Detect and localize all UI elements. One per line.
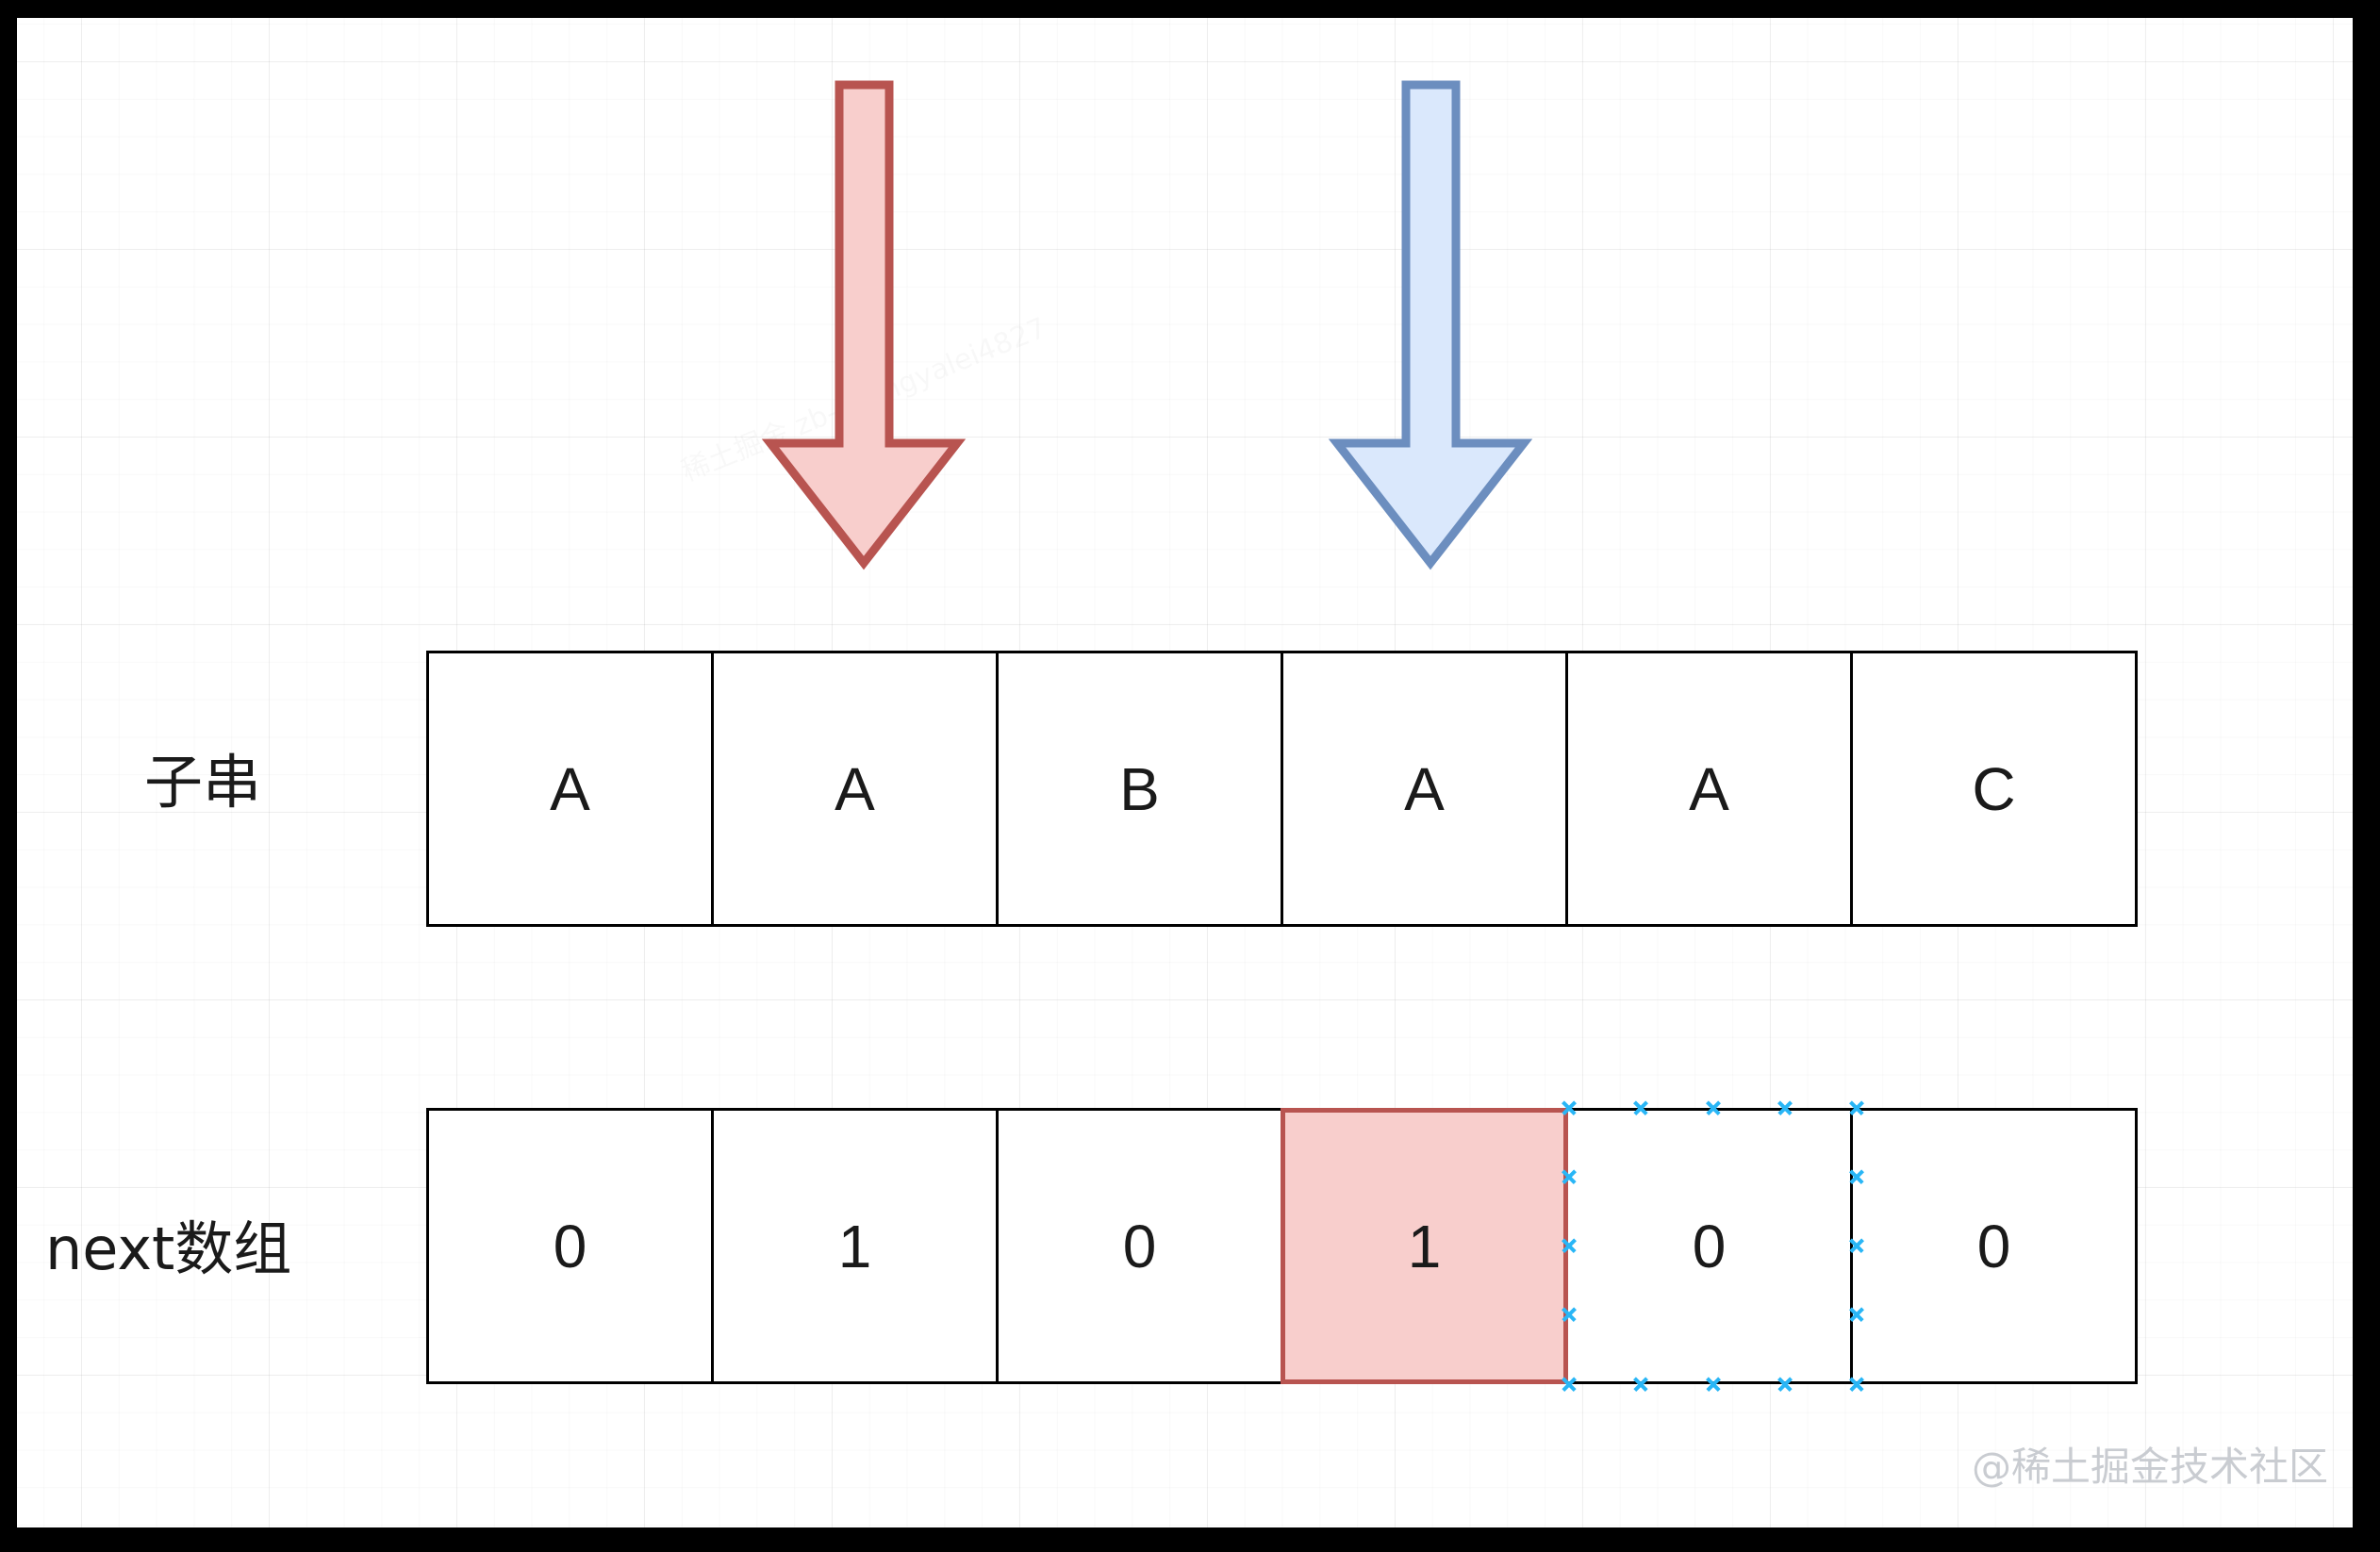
diagram-canvas: 稀土掘金 zb-zhangyalei4827 稀土掘金 zb-zhangyale… [17, 18, 2353, 1527]
substring-cell-value: A [1689, 754, 1729, 823]
substring-cell[interactable]: B [996, 651, 1283, 927]
next-array-row-label: next数组 [45, 1214, 292, 1283]
next-array-cell[interactable]: 0 [1850, 1108, 2138, 1384]
substring-cell-value: A [550, 754, 590, 823]
next-array-cell-value: 1 [1407, 1212, 1442, 1280]
red-pointer-arrow [761, 80, 967, 570]
substring-cell-value: A [835, 754, 875, 823]
substring-cell[interactable]: A [711, 651, 999, 927]
next-array-cell-value: 0 [553, 1212, 587, 1280]
next-array-cell-value: 1 [837, 1212, 872, 1280]
substring-cell[interactable]: A [1565, 651, 1853, 927]
next-array-cell[interactable]: 1 [711, 1108, 999, 1384]
substring-row: A A B A A C [426, 651, 2138, 927]
substring-cell[interactable]: A [1281, 651, 1568, 927]
next-array-cell-highlighted[interactable]: 1 [1281, 1108, 1568, 1384]
substring-row-label: 子串 [144, 748, 262, 817]
next-array-cell-value: 0 [1122, 1212, 1157, 1280]
blue-pointer-arrow [1328, 80, 1533, 570]
substring-cell-value: A [1404, 754, 1445, 823]
site-watermark: @稀土掘金技术社区 [1972, 1444, 2329, 1490]
substring-cell-value: C [1972, 754, 2016, 823]
substring-cell[interactable]: C [1850, 651, 2138, 927]
next-array-row: 0 1 0 1 0 0 [426, 1108, 2138, 1384]
next-array-cell-selected[interactable]: 0 [1565, 1108, 1853, 1384]
substring-cell-value: B [1119, 754, 1160, 823]
next-array-cell-value: 0 [1692, 1212, 1727, 1280]
next-array-cell[interactable]: 0 [996, 1108, 1283, 1384]
next-array-cell-value: 0 [1976, 1212, 2011, 1280]
next-array-cell[interactable]: 0 [426, 1108, 714, 1384]
substring-cell[interactable]: A [426, 651, 714, 927]
